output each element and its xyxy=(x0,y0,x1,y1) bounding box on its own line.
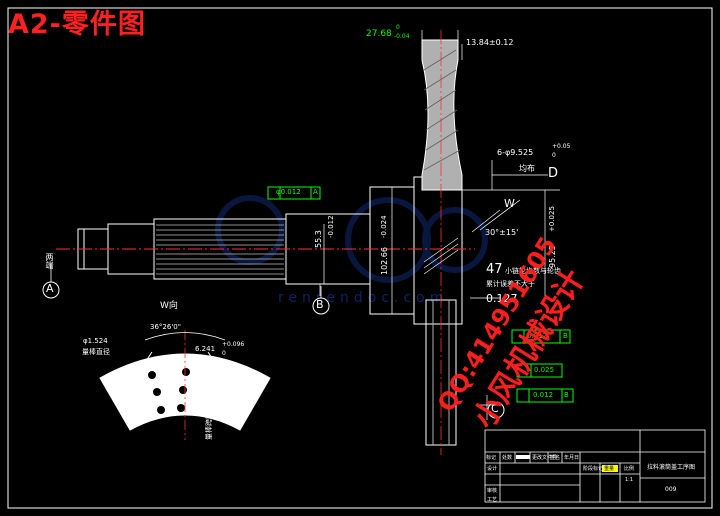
datum-a: A xyxy=(46,282,54,295)
cumulative-value: 0.127 xyxy=(486,292,518,305)
tb-scale: 比例 xyxy=(624,466,635,472)
tb-drawing-name: 拉料滚筒盖工序图 xyxy=(647,464,696,471)
tb-col4: 更改文件号 xyxy=(532,455,558,461)
tb-weight: 重量 xyxy=(604,466,615,472)
title-block-grid xyxy=(484,429,706,503)
evenly-label: 均布 xyxy=(519,164,535,173)
gdt-perp-value: 0.012 xyxy=(533,391,554,399)
dim-102-tol: -0.024 xyxy=(380,215,388,238)
teeth-left-note: 量棒直径 xyxy=(82,348,110,356)
dim-102: 102.66 xyxy=(380,247,389,275)
title-block-marks xyxy=(602,465,618,472)
dim-27-68: 27.68 xyxy=(366,29,392,39)
tb-col1: 标记 xyxy=(486,455,497,461)
tb-col5: 签名 xyxy=(550,455,561,461)
spline-grooves xyxy=(156,224,284,275)
gdt-frames xyxy=(267,186,574,403)
gdt-a-ref: A xyxy=(313,188,318,196)
title-block-bar xyxy=(516,455,530,459)
dim-9-525-tol-upper: +0.05 xyxy=(552,143,571,150)
gdt-b-ref: B xyxy=(563,332,568,340)
datum-b: B xyxy=(316,298,324,311)
logo-watermark xyxy=(215,195,488,283)
view-w-arrow-label: W xyxy=(504,197,515,210)
gdt-a-value: φ0.012 xyxy=(276,188,301,196)
gdt-perp-ref: B xyxy=(564,391,569,399)
tb-row-design: 设计 xyxy=(487,466,498,472)
dim-27-68-tol-lower: -0.04 xyxy=(394,33,410,40)
gdt-flat-value: 0.025 xyxy=(534,366,555,374)
tb-col2: 处数 xyxy=(502,455,513,461)
drawing-title: A2-零件图 xyxy=(8,9,146,40)
datum-c: C xyxy=(491,402,499,415)
left-end-note: 两端 xyxy=(45,253,54,269)
site-watermark: renrendoc.com xyxy=(278,290,448,306)
note-cumulative: 累计误差不大于 xyxy=(486,280,535,288)
tb-drawing-code: 009 xyxy=(665,486,677,493)
dim-6241-tol-upper: +0.096 xyxy=(222,341,245,348)
dim-54: φ54.51 xyxy=(192,373,200,398)
gdt-b-value: 0.012 xyxy=(527,332,548,340)
dim-55: 55.3 xyxy=(314,230,323,248)
datum-d-label: D xyxy=(548,166,559,181)
dimension-lines xyxy=(319,30,560,420)
dim-27-68-tol-upper: 0 xyxy=(396,24,400,31)
angle-36: 36°26'0" xyxy=(150,323,181,331)
tb-scale-value: 1:1 xyxy=(625,477,634,483)
tb-stage-mark: 阶段标记 xyxy=(583,466,604,472)
drawing-border xyxy=(7,7,713,509)
dim-13-84: 13.84±0.12 xyxy=(466,38,514,47)
tb-row-process: 工艺 xyxy=(487,497,498,503)
dim-9-525: 6-φ9.525 xyxy=(497,148,534,157)
note-teeth: 小链轮齿数与轮齿 xyxy=(505,267,561,275)
tb-row-check: 审核 xyxy=(487,488,498,494)
tb-col6: 年月日 xyxy=(564,455,580,461)
w-view-title: W向 xyxy=(160,301,178,311)
dim-9-525-tol-lower: 0 xyxy=(552,152,556,159)
w-view-detail xyxy=(99,330,271,440)
dim-6241-tol-lower: 0 xyxy=(222,350,226,357)
teeth-right-note: 量棒跨距中心 xyxy=(205,398,213,440)
dim-1524: φ1.524 xyxy=(83,337,108,345)
teeth-count: 47 xyxy=(486,262,503,277)
dim-6241: 6.241 xyxy=(195,345,216,353)
plate-section xyxy=(421,30,463,455)
angle-30: 30°±15' xyxy=(485,228,519,237)
dim-55-tol: -0.012 xyxy=(327,215,335,238)
dim-95-tol: +0.025 xyxy=(548,206,556,232)
